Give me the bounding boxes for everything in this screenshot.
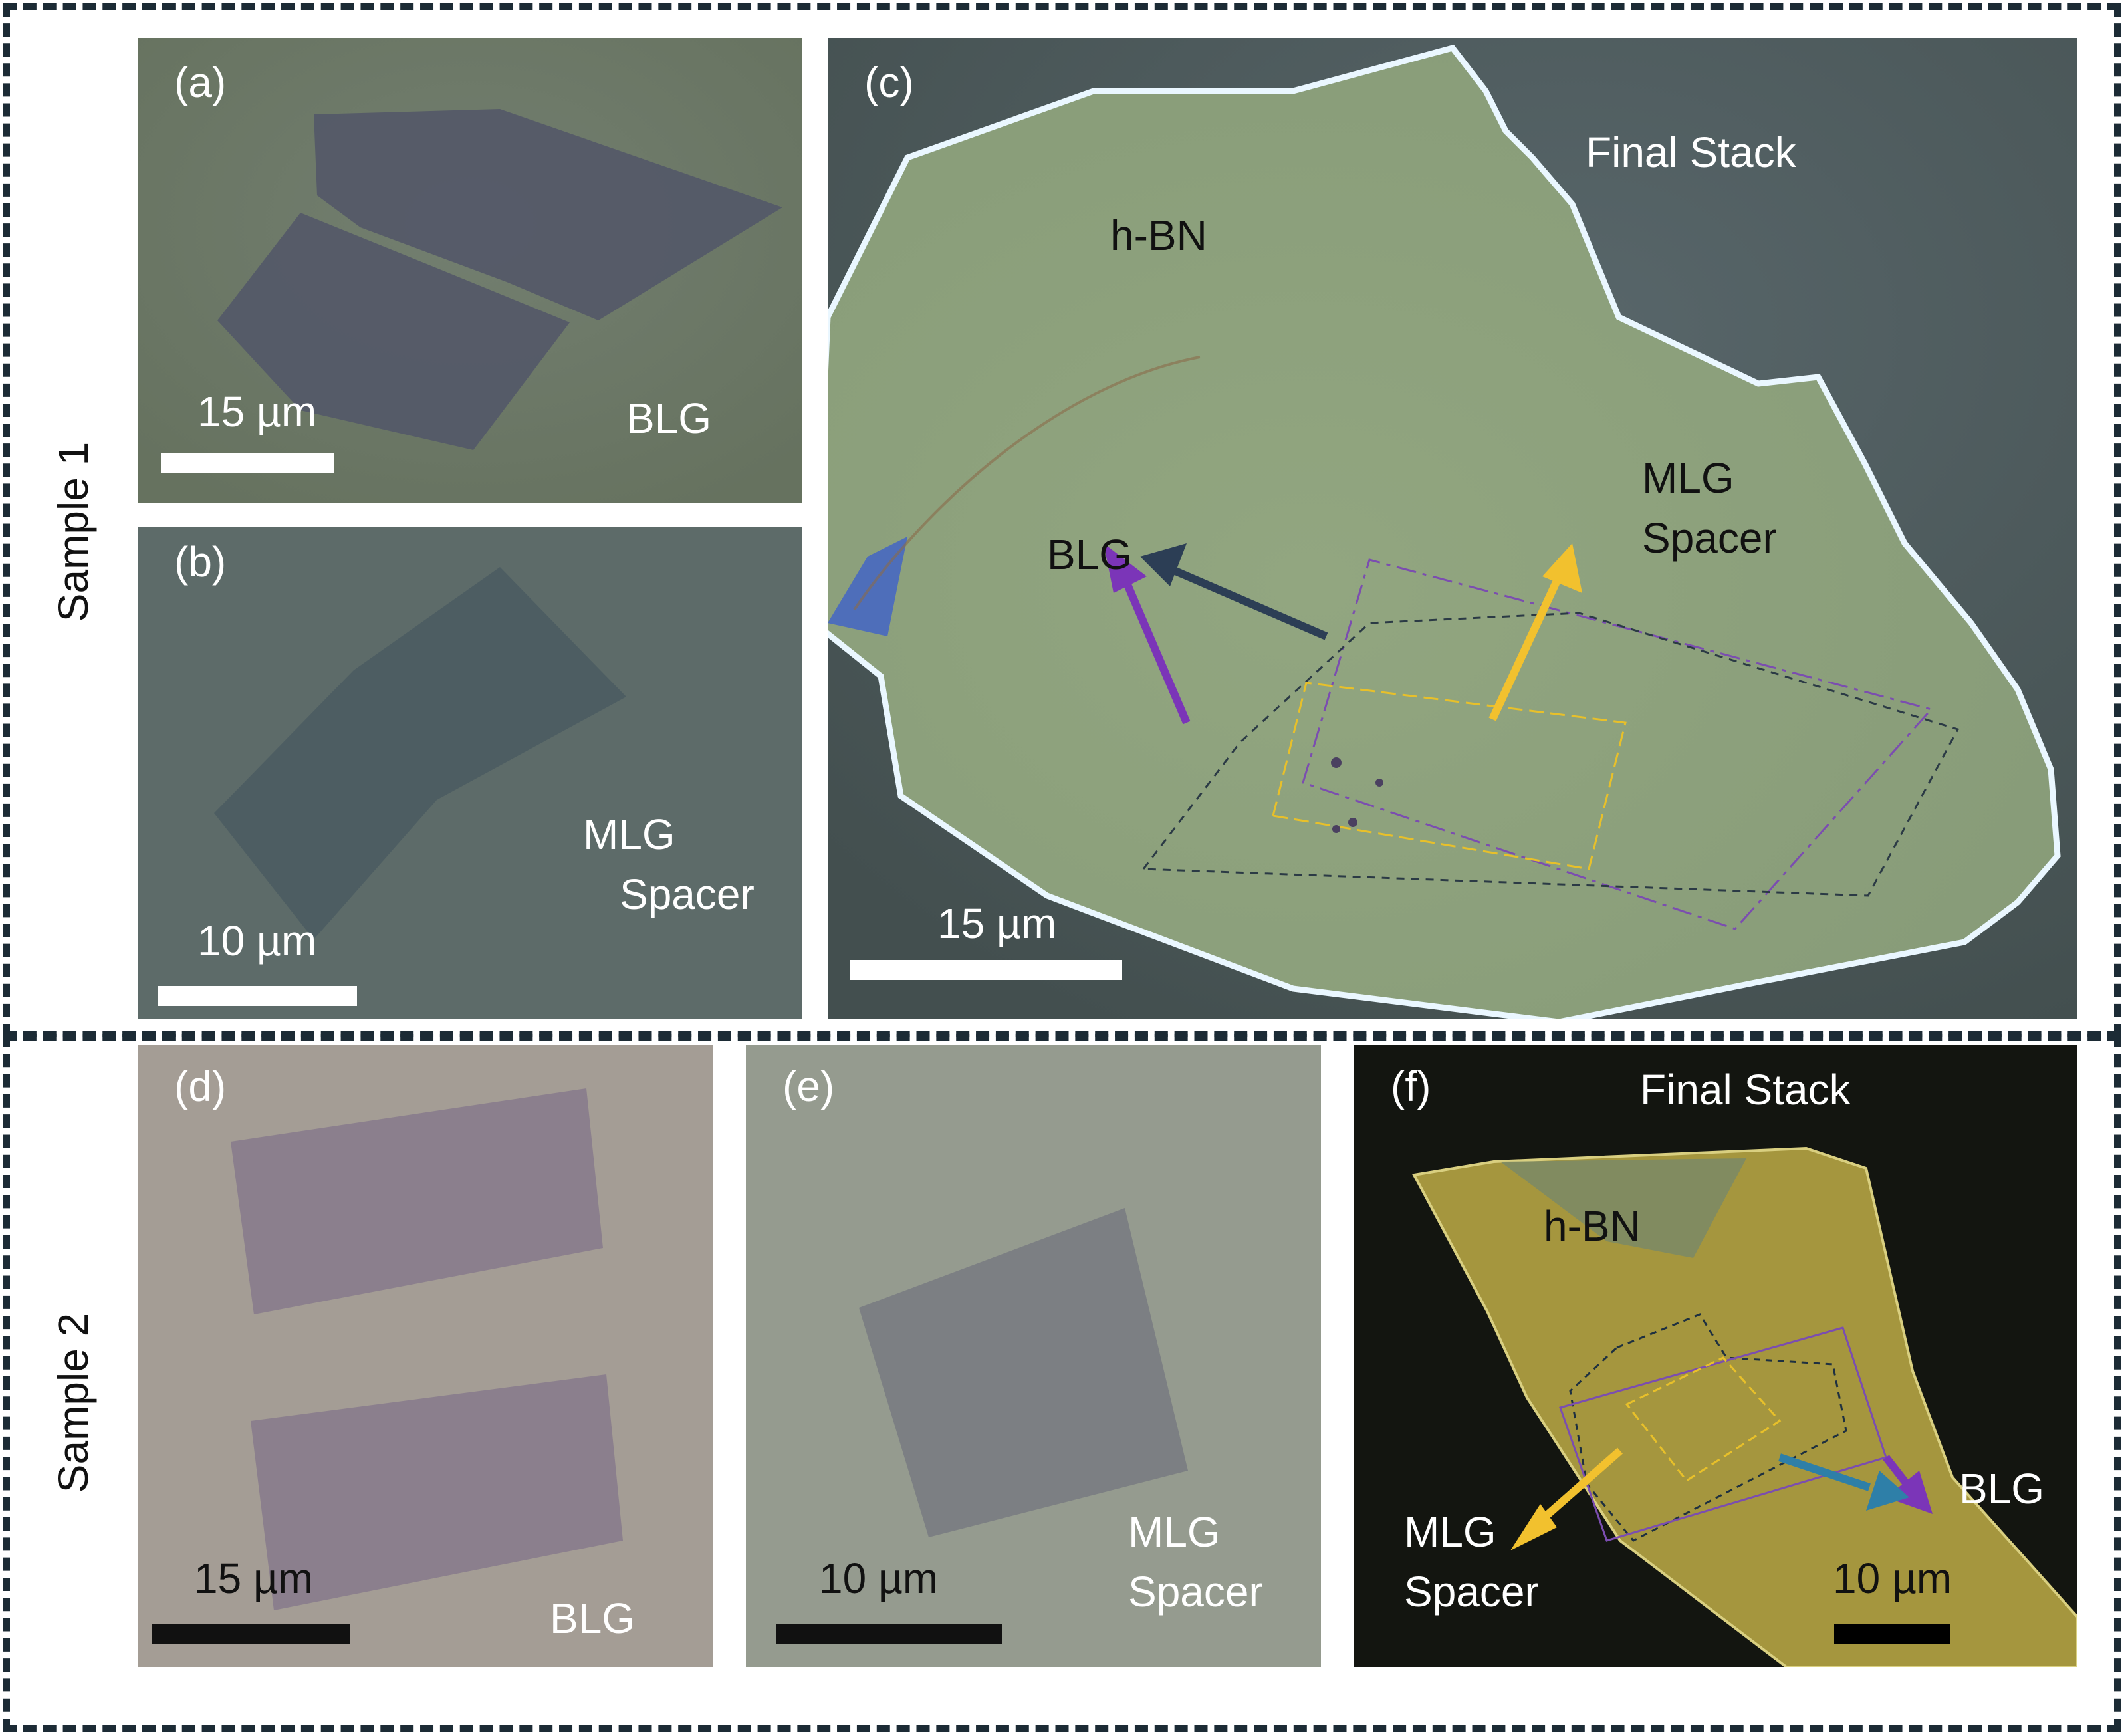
panel-a-material-label: BLG: [626, 394, 712, 442]
arrow-navy: [1158, 560, 1328, 640]
blg-flake-lower: [251, 1374, 623, 1610]
arrow-yellow: [1488, 574, 1563, 721]
panel-c-letter: (c): [864, 59, 914, 106]
panel-c-scale-bar: [850, 960, 1122, 980]
panel-a-letter: (a): [174, 59, 227, 106]
mlg-spacer-flake: [214, 567, 626, 939]
blg-flake-lower: [217, 213, 570, 450]
panel-f-micrograph: (f) Final Stack h-BN BLG MLG Spacer 10 µ…: [1354, 1045, 2077, 1667]
panel-d-image: [138, 1045, 713, 1667]
panel-c-scale-label: 15 µm: [937, 900, 1057, 947]
blg-flake-upper: [314, 109, 782, 320]
panel-f-scale-label: 10 µm: [1833, 1554, 1952, 1602]
mlg-outline-yellow: [1625, 1356, 1782, 1483]
panel-a-scale-label: 15 µm: [197, 388, 317, 435]
panel-c-hbn-label: h-BN: [1110, 211, 1207, 259]
sample-2-frame: [3, 1034, 2121, 1732]
panel-f-mlg-line2: Spacer: [1404, 1568, 1539, 1616]
blg-flake-upper: [231, 1088, 603, 1314]
panel-b-material-line1: MLG: [583, 810, 675, 858]
panel-e-scale-bar: [776, 1624, 1002, 1644]
panel-b-material-line2: Spacer: [620, 870, 755, 918]
panel-e-material-line2: Spacer: [1128, 1568, 1263, 1616]
panel-f-scale-bar: [1834, 1624, 1950, 1644]
arrow-purple: [1123, 581, 1191, 725]
panel-e-image: [746, 1045, 1321, 1667]
panel-e-letter: (e): [782, 1062, 835, 1110]
panel-e-material-line1: MLG: [1128, 1508, 1221, 1556]
panel-b-letter: (b): [174, 538, 227, 586]
panel-a-image: [138, 38, 802, 503]
panel-c-mlg-line1: MLG: [1642, 454, 1734, 502]
blg-outline-purple: [1302, 558, 1933, 930]
panel-d-material-label: BLG: [550, 1594, 636, 1642]
panel-f-mlg-line1: MLG: [1404, 1508, 1496, 1556]
sample-2-label: Sample 2: [49, 1312, 97, 1493]
arrow-yellow: [1534, 1447, 1623, 1527]
panel-b-scale-bar: [158, 986, 357, 1006]
panel-f-blg-label: BLG: [1959, 1465, 2045, 1513]
panel-b-image: [138, 527, 802, 1019]
panel-c-micrograph: (c) Final Stack h-BN BLG MLG Spacer 15 µ…: [828, 38, 2077, 1019]
panel-d-letter: (d): [174, 1062, 227, 1110]
blg-outline-navy: [1141, 612, 1960, 897]
panel-d-scale-bar: [152, 1624, 350, 1644]
panel-a-micrograph: (a) 15 µm BLG: [138, 38, 802, 503]
panel-c-image: [828, 38, 2077, 1019]
sample-1-label: Sample 1: [49, 441, 97, 622]
panel-f-letter: (f): [1391, 1062, 1431, 1110]
panel-b-micrograph: (b) MLG Spacer 10 µm: [138, 527, 802, 1019]
panel-c-blg-label: BLG: [1047, 531, 1133, 578]
mlg-spacer-flake: [859, 1208, 1188, 1537]
panel-f-hbn-label: h-BN: [1544, 1202, 1641, 1250]
panel-d-micrograph: (d) 15 µm BLG: [138, 1045, 713, 1667]
mlg-outline-yellow: [1272, 682, 1627, 870]
hbn-thin-region: [1500, 1158, 1746, 1258]
panel-d-scale-label: 15 µm: [194, 1554, 314, 1602]
panel-c-mlg-line2: Spacer: [1642, 514, 1777, 562]
panel-a-scale-bar: [161, 453, 334, 473]
panel-c-title: Final Stack: [1586, 128, 1796, 176]
panel-f-image: [1354, 1045, 2077, 1667]
panel-e-scale-label: 10 µm: [819, 1554, 939, 1602]
blg-outline-navy: [1569, 1313, 1847, 1542]
hbn-flake: [828, 44, 2061, 1019]
arrow-blue: [1778, 1453, 1871, 1491]
panel-f-title: Final Stack: [1640, 1066, 1851, 1114]
panel-e-micrograph: (e) MLG Spacer 10 µm: [746, 1045, 1321, 1667]
hbn-flake: [1411, 1146, 2077, 1667]
panel-b-scale-label: 10 µm: [197, 917, 317, 965]
